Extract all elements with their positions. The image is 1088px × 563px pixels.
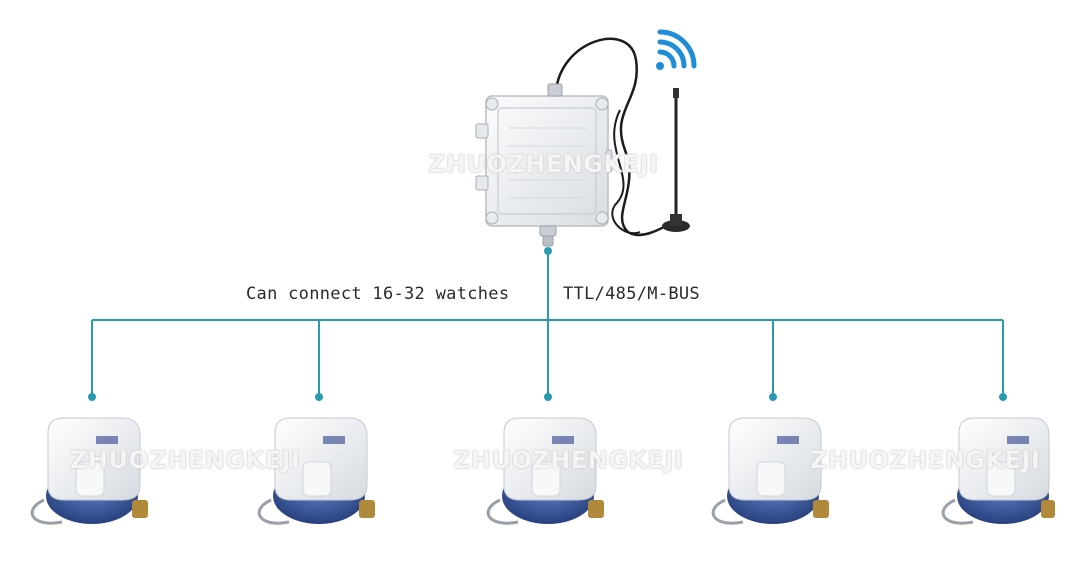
water-meter-icon: [941, 417, 1055, 525]
watermark: ZHUOZHENGKEJI: [70, 446, 301, 474]
bus-lines: [91, 248, 1004, 397]
antenna-icon: [554, 37, 690, 237]
watermark: ZHUOZHENGKEJI: [453, 446, 684, 474]
water-meter-icon: [711, 417, 829, 525]
water-meter-icon: [257, 417, 375, 525]
watermark: ZHUOZHENGKEJI: [810, 446, 1041, 474]
watermark: ZHUOZHENGKEJI: [428, 150, 659, 178]
capacity-label: Can connect 16-32 watches: [246, 284, 510, 304]
wifi-signal-icon: [656, 29, 697, 70]
water-meter-icon: [30, 417, 148, 525]
protocol-label: TTL/485/M-BUS: [563, 284, 700, 304]
water-meter-icon: [486, 417, 604, 525]
gateway-device-icon: [475, 83, 613, 247]
bus-connection-dots: [88, 247, 1007, 401]
